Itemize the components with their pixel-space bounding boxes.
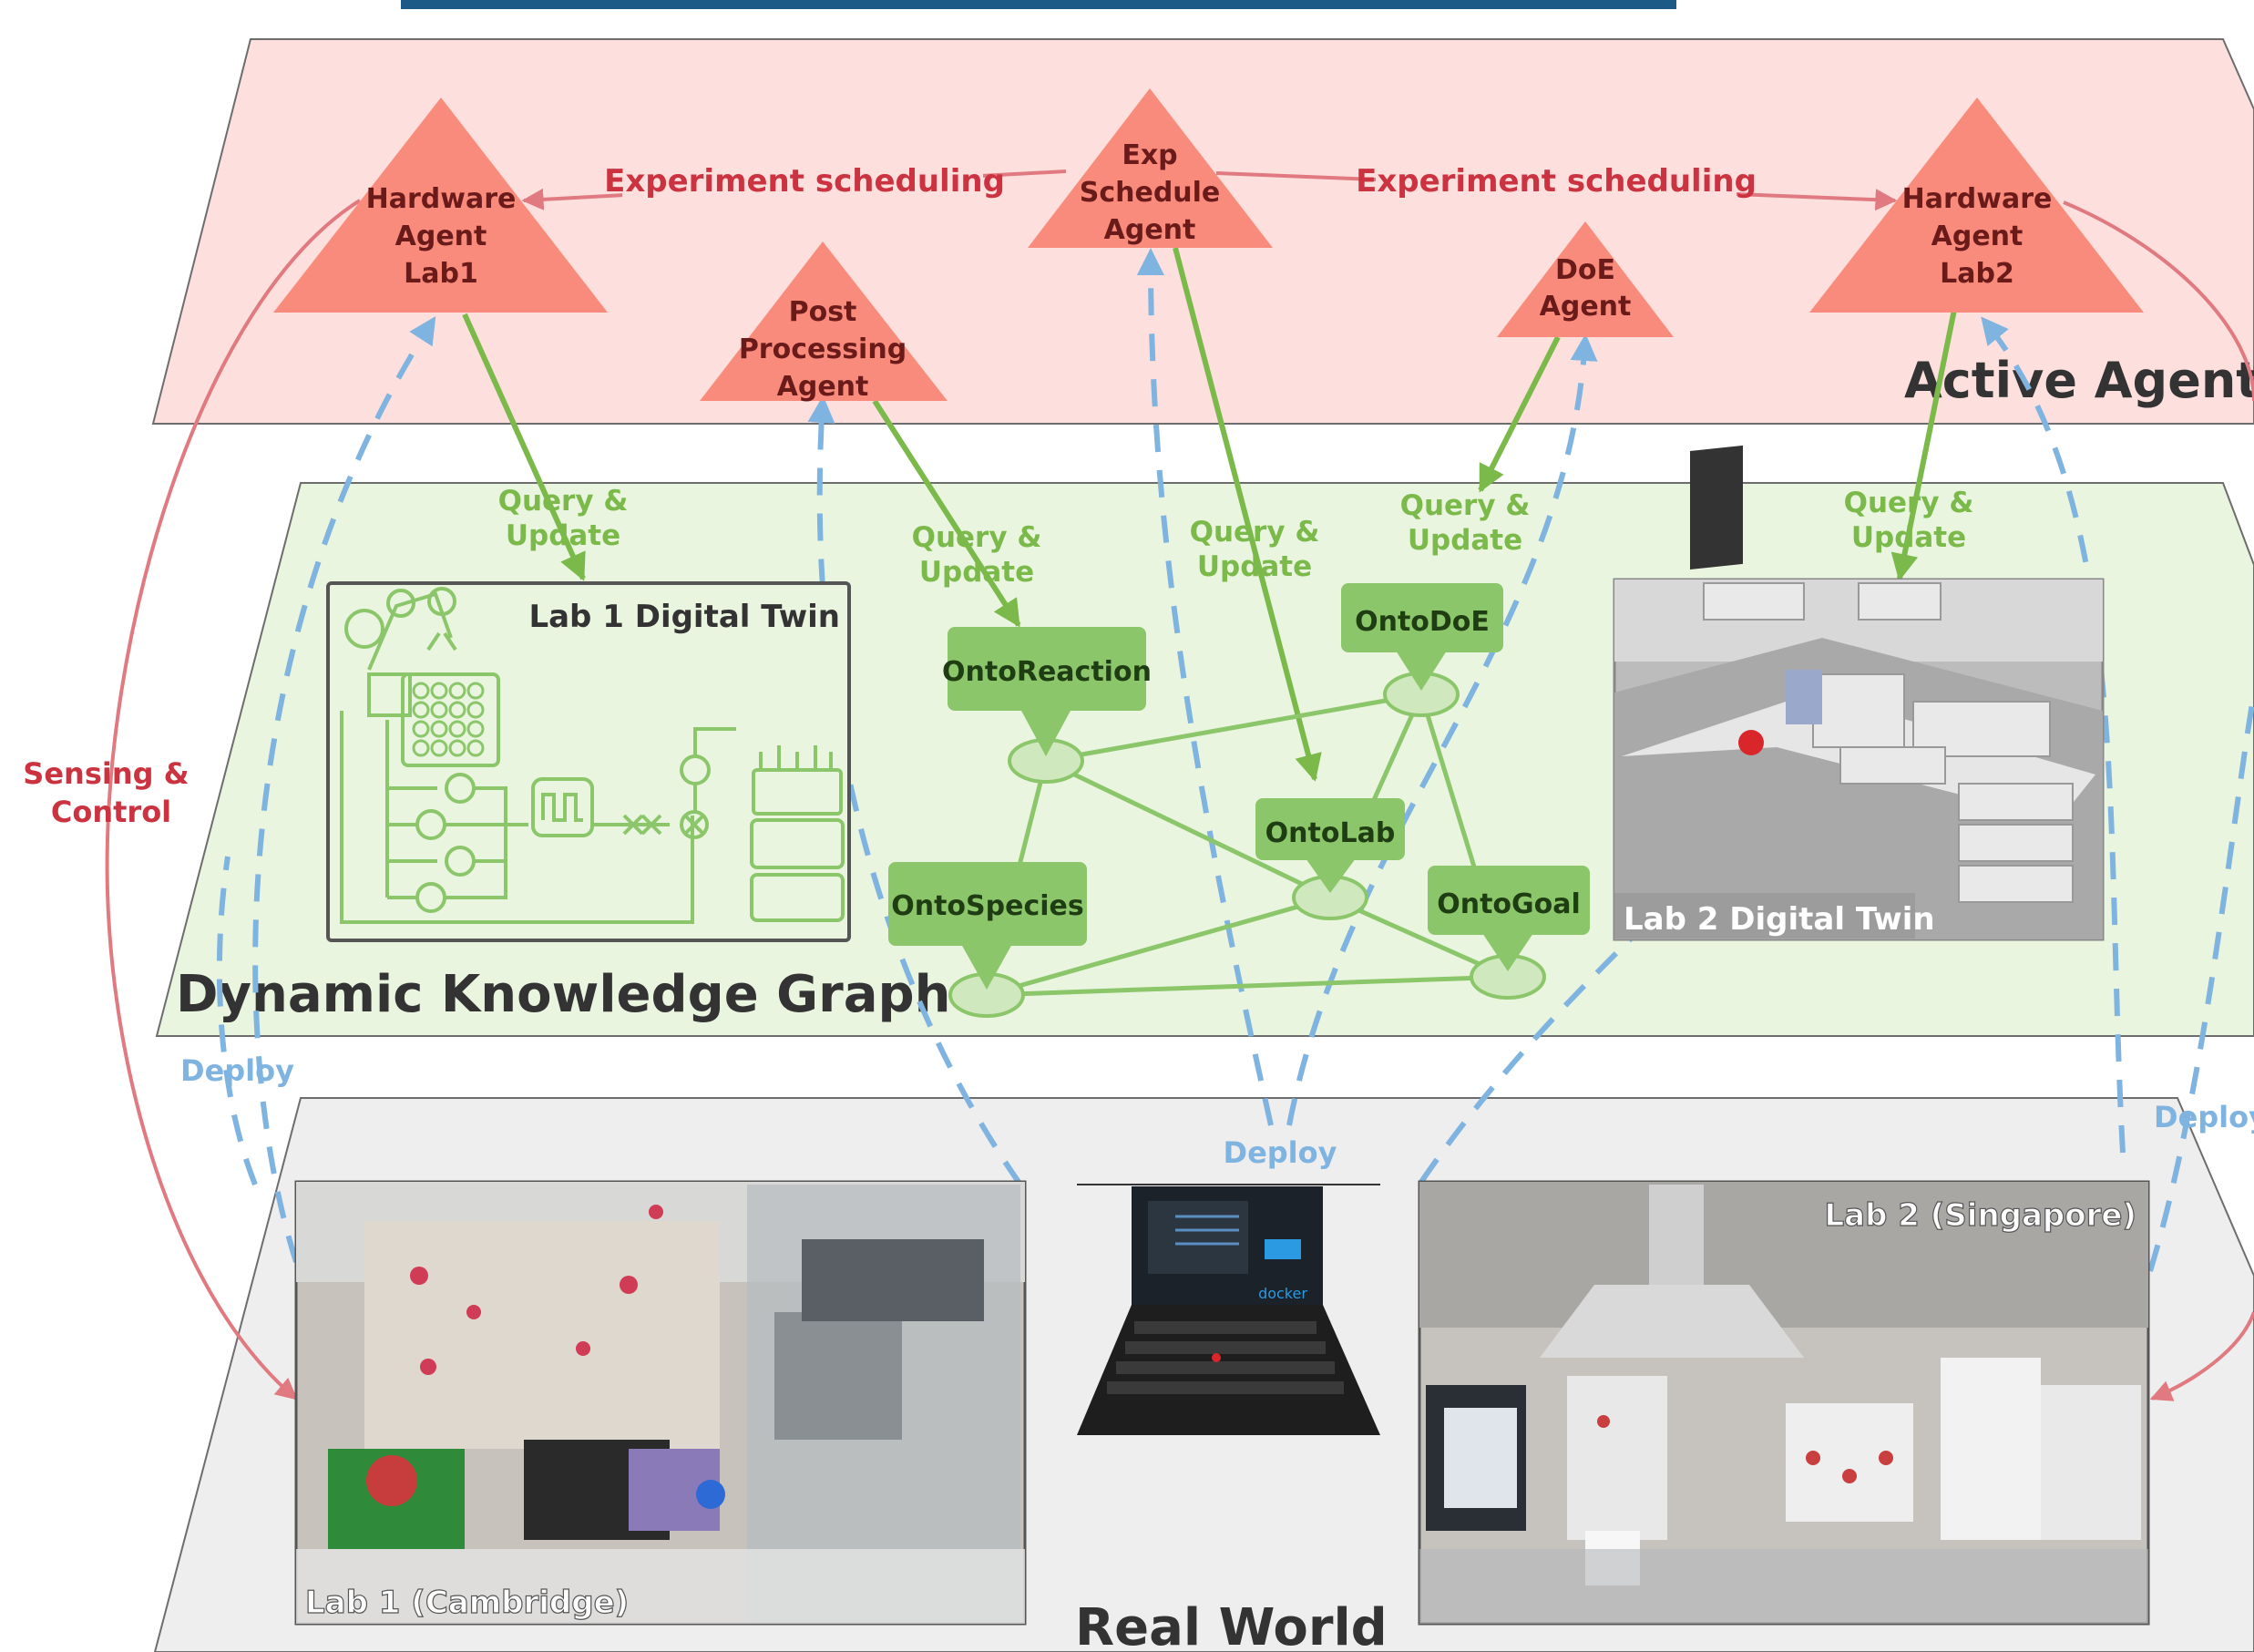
active-agents-title: Active Agents <box>1904 352 2254 409</box>
lab1-digital-twin-title: Lab 1 Digital Twin <box>528 599 840 635</box>
svg-text:OntoDoE: OntoDoE <box>1355 606 1490 638</box>
onto-goal-callout[interactable]: OntoGoal <box>1428 866 1590 971</box>
laptop-screen-label: docker <box>1258 1285 1307 1302</box>
deploy-line-exp <box>1136 248 1274 1126</box>
svg-text:OntoReaction: OntoReaction <box>942 656 1152 688</box>
lab2-photo-label: Lab 2 (Singapore) <box>1824 1197 2136 1234</box>
sensing-control-label: Sensing & Control <box>23 756 199 829</box>
svg-text:OntoSpecies: OntoSpecies <box>891 890 1084 922</box>
deploy-lines <box>216 248 2254 1272</box>
lab1-photo[interactable]: Lab 1 (Cambridge) <box>294 1180 1027 1626</box>
query-label-hw2: Query &Update <box>1844 487 1974 554</box>
lab2-twin-title-bg <box>1614 893 1915 939</box>
deploy-label-center: Deploy <box>1224 1135 1337 1170</box>
exp-scheduling-label-bg-1 <box>622 160 983 202</box>
kg-nodes <box>948 672 1546 1018</box>
onto-species-callout[interactable]: OntoSpecies <box>888 862 1087 990</box>
lab1-photo-label: Lab 1 (Cambridge) <box>305 1585 629 1621</box>
svg-text:OntoGoal: OntoGoal <box>1437 888 1581 920</box>
svg-text:OntoLab: OntoLab <box>1265 817 1396 849</box>
title-cut-fragment <box>401 0 1676 9</box>
query-line-postproc <box>872 399 1021 628</box>
query-line-exp <box>1173 247 1322 782</box>
deploy-line-doe <box>1286 333 1598 1126</box>
kg-edges <box>984 692 1511 998</box>
lab2-digital-twin-panel[interactable]: Lab 2 Digital Twin <box>1613 445 2105 941</box>
exp-scheduling-label-2: Experiment scheduling <box>1356 163 1757 200</box>
query-label-postproc: Query &Update <box>912 521 1042 589</box>
sensing-control-arc-lab2 <box>2063 200 2254 402</box>
deploy-label-bg-center <box>1221 1130 1339 1170</box>
sensing-control-arc-lab1 <box>105 199 362 1401</box>
lab1-digital-twin-panel[interactable]: Lab 1 Digital Twin <box>326 581 851 942</box>
query-label-doe: Query &Update <box>1400 489 1531 557</box>
onto-lab-callout[interactable]: OntoLab <box>1255 798 1405 893</box>
lab1-schematic <box>340 587 845 924</box>
real-world-title: Real World <box>1075 1598 1388 1652</box>
deploy-line-lab2-right <box>2147 692 2254 1272</box>
lab2-digital-twin-title: Lab 2 Digital Twin <box>1624 901 1935 938</box>
lab2-photo[interactable]: Lab 2 (Singapore) <box>1418 1180 2150 1626</box>
deploy-line-postproc <box>807 395 1023 1186</box>
deploy-label-right: Deploy <box>2154 1100 2254 1134</box>
onto-doe-callout[interactable]: OntoDoE <box>1341 583 1503 691</box>
query-label-hw1: Query &Update <box>498 485 629 552</box>
onto-reaction-callout[interactable]: OntoReaction <box>942 627 1152 756</box>
query-label-exp: Query &Update <box>1190 516 1320 583</box>
deploy-label-left: Deploy <box>180 1053 294 1088</box>
deploy-line-lab1 <box>252 315 436 1263</box>
deployment-laptop[interactable]: docker <box>1077 1184 1380 1435</box>
query-line-hw1 <box>462 313 586 581</box>
sensing-control-arc-lab2-lower <box>2149 1311 2254 1401</box>
exp-scheduling-label-1: Experiment scheduling <box>604 163 1005 200</box>
knowledge-graph-title: Dynamic Knowledge Graph <box>176 965 951 1024</box>
query-line-hw2 <box>1890 309 1957 581</box>
deploy-line-twin2 <box>1419 927 1643 1184</box>
deploy-line-lab1-left <box>216 856 258 1186</box>
query-line-doe <box>1478 335 1561 493</box>
query-update-labels: Query &Update Query &Update Query &Updat… <box>498 485 1974 589</box>
query-update-lines <box>462 247 1957 782</box>
exp-scheduling-label-bg-2 <box>1376 160 1737 202</box>
